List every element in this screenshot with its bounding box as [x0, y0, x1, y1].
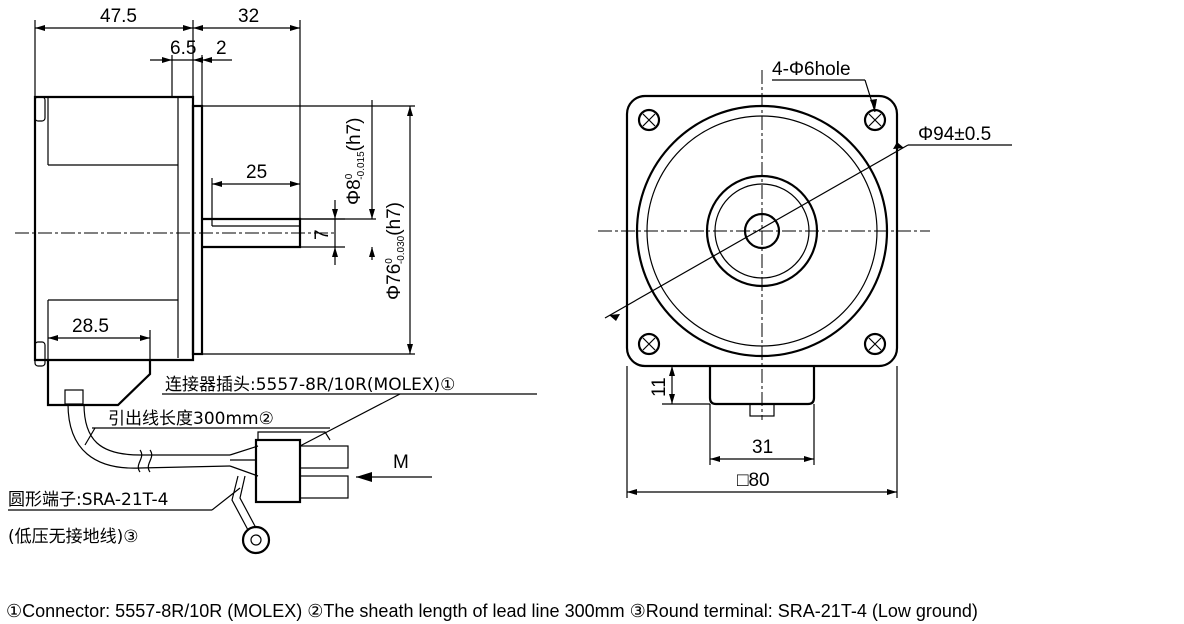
dim-total-length: 47.5 — [100, 6, 137, 27]
arrow — [887, 489, 897, 495]
arrow — [35, 25, 45, 31]
connector-pin-top — [299, 445, 349, 469]
hole-bottom-right — [863, 332, 887, 356]
arrow — [893, 142, 904, 149]
dim-gearbox-width: 31 — [752, 437, 773, 458]
lead-wire-outer — [83, 403, 230, 456]
key-stub — [749, 403, 775, 417]
leader-connector-diag — [299, 393, 401, 447]
view-label-m: M — [393, 452, 409, 473]
annotation-terminal-1: 圆形端子:SRA-21T-4 — [8, 490, 168, 510]
annotation-connector: 连接器插头:5557-8R/10R(MOLEX)① — [165, 375, 455, 395]
arrow — [290, 181, 300, 187]
connector-housing — [46, 360, 152, 407]
dim-shaft-length: 32 — [238, 6, 259, 27]
arrow — [202, 57, 212, 63]
arrow — [669, 394, 675, 404]
arrow — [407, 106, 413, 116]
arrow — [162, 57, 172, 63]
connector-latch — [257, 431, 331, 441]
footnote: ①Connector: 5557-8R/10R (MOLEX) ②The she… — [6, 601, 978, 621]
leader-terminal-diag — [211, 487, 241, 511]
arrow — [609, 314, 620, 321]
dim-pilot-diameter: Φ760-0.030(h7) — [384, 202, 407, 300]
arrow — [48, 335, 58, 341]
mounting-holes — [637, 108, 887, 356]
dim-connector-pos: 28.5 — [72, 316, 109, 337]
dim-flange: 2 — [216, 38, 227, 59]
connector-pin-bottom — [299, 475, 349, 499]
connector-plug — [254, 438, 302, 504]
dim-key-length: 25 — [246, 162, 267, 183]
dim-shaft-diameter: Φ80-0.015(h7) — [344, 118, 367, 205]
endcap-top — [34, 96, 46, 122]
arrow — [710, 456, 720, 462]
arrow — [332, 247, 338, 257]
arrow — [669, 366, 675, 376]
dim-square: □80 — [737, 470, 770, 491]
arrow — [369, 247, 375, 257]
annotation-terminal-2: (低压无接地线)③ — [8, 527, 139, 547]
pcd-leader — [604, 144, 909, 319]
dim-pcd: Φ94±0.5 — [918, 124, 991, 145]
leader-lead-diag — [84, 427, 96, 446]
annotation-lead-length: 引出线长度300mm② — [108, 409, 274, 429]
arrow — [332, 209, 338, 219]
arrow — [212, 181, 222, 187]
cable-assembly: M 连接器插头:5557-8R/10R(MOLEX)① 引出线长度300mm② … — [8, 375, 537, 555]
arrow — [627, 489, 637, 495]
motor-body-inner — [47, 97, 179, 360]
arrow — [193, 25, 203, 31]
ground-wire — [231, 475, 257, 531]
arrow — [369, 209, 375, 219]
flange — [191, 104, 204, 356]
hole-crosses — [642, 113, 882, 351]
dim-pilot: 6.5 — [170, 38, 196, 59]
motor-body-outline — [33, 95, 195, 362]
wire-break — [137, 449, 153, 473]
hole-leader-diag — [864, 79, 876, 113]
dim-holes: 4-Φ6hole — [772, 59, 851, 80]
dim-gearbox-offset: 11 — [649, 377, 670, 397]
dim-flat: 7 — [312, 229, 333, 240]
arrow — [290, 25, 300, 31]
ring-terminal-hole — [250, 534, 262, 546]
arrow — [193, 57, 203, 63]
arrow — [870, 99, 877, 110]
arrow — [183, 25, 193, 31]
hole-top-left — [637, 108, 661, 132]
front-view: Φ94±0.5 4-Φ6hole 11 31 □80 — [598, 59, 1012, 498]
cable-gland — [64, 389, 84, 405]
endcap-bottom — [34, 341, 46, 367]
lead-wire — [67, 403, 231, 469]
side-view: 47.5 32 6.5 2 25 Φ80-0.015(h7) 7 — [15, 6, 415, 407]
arrow — [407, 344, 413, 354]
view-arrow-head — [356, 472, 372, 482]
arrow — [804, 456, 814, 462]
ring-terminal — [241, 525, 271, 555]
hole-bottom-left — [637, 332, 661, 356]
arrow — [140, 335, 150, 341]
wire-fanout — [229, 445, 259, 477]
